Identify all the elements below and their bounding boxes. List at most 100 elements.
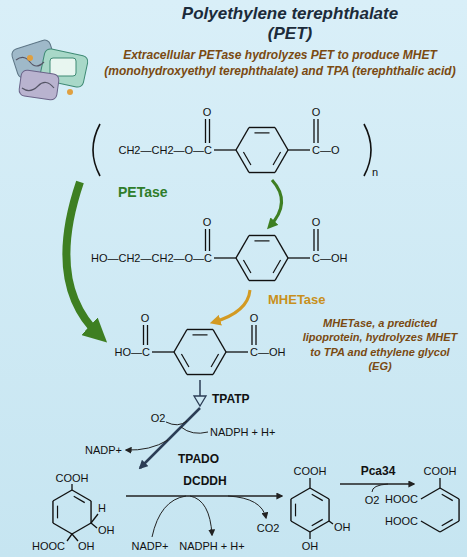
ring-bond [72, 523, 91, 534]
ring-bond [273, 152, 281, 165]
atom-label: HO—CH2—CH2—O—C [91, 252, 212, 265]
diagram-title: Polyethylene terephthalate (PET) [165, 4, 415, 45]
cofactor-curve [372, 484, 388, 492]
atom-label: HOOC [385, 515, 418, 528]
bond-line [329, 521, 333, 524]
ring-bond [249, 235, 275, 236]
ring-bond [74, 496, 85, 502]
bond-line [214, 257, 236, 258]
ring-bond [291, 488, 310, 499]
ring-bond [275, 150, 288, 173]
bond-line [288, 257, 310, 258]
atom-label: NADPH + H+ [179, 540, 244, 553]
ring-bond [187, 329, 213, 330]
ring-bond [236, 258, 249, 281]
ring-bond [213, 329, 226, 352]
atom-label: CO2 [257, 522, 280, 535]
atom-label: HOOC [32, 540, 65, 553]
atom-label: NADP+ [132, 540, 169, 553]
ring-bond [328, 499, 329, 521]
enzyme-label: Pca34 [361, 465, 396, 479]
ring-bond [211, 354, 219, 367]
bond-line [309, 478, 310, 488]
cofactor-curve [152, 496, 186, 537]
atom-label: COOH [424, 465, 457, 478]
cofactor-curve [190, 496, 212, 535]
bond-line [91, 514, 98, 523]
bond-line [317, 119, 318, 143]
transport-line [199, 380, 201, 396]
ring-bond [442, 519, 453, 525]
ring-bond [187, 374, 213, 375]
bond-line [72, 534, 78, 541]
ring-bond [90, 501, 91, 523]
ring-bond [249, 172, 275, 173]
ring-bond [440, 521, 459, 532]
note-text: MHETase, a predicted lipoprotein, hydrol… [300, 316, 460, 373]
ring-bond [295, 504, 296, 517]
petase-label: PETase [118, 184, 168, 200]
bond-line [313, 119, 314, 143]
bond-line [71, 484, 72, 490]
bond-line [309, 532, 310, 539]
mhetase-label: MHETase [268, 293, 326, 308]
atom-label: COOH [56, 472, 89, 485]
atom-label: O [250, 312, 259, 325]
enzyme-label: DCDDH [183, 475, 226, 489]
atom-label: COOH [294, 465, 327, 478]
enzyme-illustration [10, 39, 89, 101]
ring-bond [53, 490, 72, 501]
bond-line [152, 351, 174, 352]
atom-label: OH [334, 521, 351, 534]
reaction-arrow [126, 495, 282, 497]
cofactor-curve [228, 496, 266, 518]
ring-bond [421, 488, 440, 499]
polymer-bracket [364, 124, 371, 176]
transporter-triangle [194, 396, 206, 406]
atom-label: O [141, 312, 150, 325]
ring-bond [243, 260, 251, 273]
ring-bond [310, 521, 329, 532]
ring-bond [312, 519, 323, 525]
ring-bond [52, 501, 53, 523]
atom-label: OH [98, 524, 115, 537]
bond-line [317, 229, 318, 251]
ring-bond [174, 352, 187, 375]
enzyme-label: TPATP [212, 393, 250, 407]
ring-bond [312, 494, 323, 500]
bond-line [226, 351, 248, 352]
bond-line [147, 325, 148, 345]
atom-label: NADPH + H+ [210, 426, 275, 439]
ring-bond [421, 521, 440, 532]
polymer-bracket [93, 124, 100, 176]
atom-label: CH2—CH2—O—C [118, 144, 212, 157]
atom-label: C—OH [250, 346, 285, 359]
atom-label: NADP+ [85, 444, 122, 457]
ring-bond [249, 280, 275, 281]
ring-bond [249, 127, 275, 128]
ring-bond [273, 260, 281, 273]
ring-bond [291, 521, 310, 532]
atom-label: O [312, 106, 321, 119]
reaction-arrow [340, 483, 414, 485]
atom-label: H [98, 502, 106, 515]
atom-label: O [203, 106, 212, 119]
bond-line [205, 119, 206, 143]
ring-bond [181, 354, 189, 367]
ring-bond [236, 235, 249, 258]
bond-line [91, 523, 97, 528]
cofactor-curve [166, 421, 187, 425]
atom-label: OH [302, 540, 319, 553]
ring-bond [243, 152, 251, 165]
bond-line [205, 229, 206, 251]
atom-label: HOOC [385, 493, 418, 506]
ring-bond [57, 506, 58, 519]
atom-label: n [372, 166, 378, 179]
bond-line [288, 149, 310, 150]
bond-line [251, 325, 252, 345]
ring-bond [192, 334, 207, 335]
ring-bond [236, 150, 249, 173]
bond-line [209, 229, 210, 251]
cofactor-curve [181, 427, 208, 433]
